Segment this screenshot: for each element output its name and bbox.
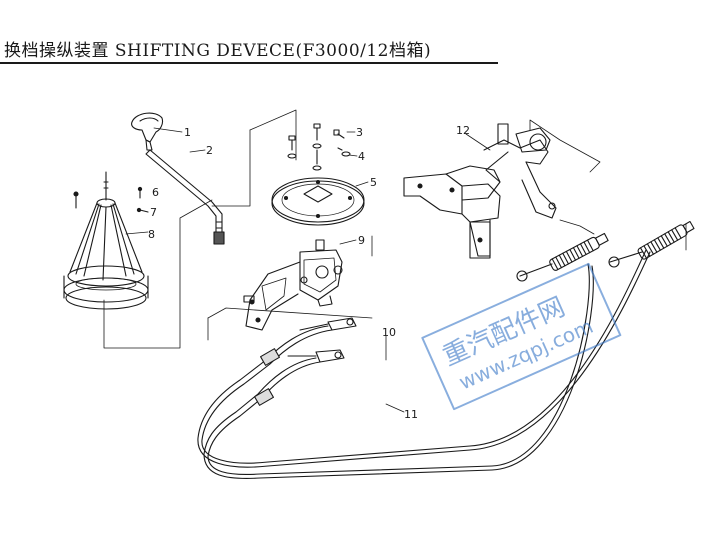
shift-cable-10 [197,249,651,468]
gearbox-bracket-part [403,119,601,259]
page-title: 换档操纵装置 SHIFTING DEVECE(F3000/12档箱) [4,41,432,61]
assembly-guide-lines [103,109,373,349]
callout-3: 3 [356,126,363,139]
callout-1: 1 [184,126,191,139]
dust-boot-part [63,171,149,310]
title-underline [0,62,498,64]
cable-adjuster-springs [516,220,695,282]
watermark: 重汽配件网 www.zqpj.com [421,262,622,411]
callout-10: 10 [382,326,396,339]
mounting-plate-part [271,177,369,226]
callout-7: 7 [150,206,157,219]
callout-6: 6 [152,186,159,199]
callout-4: 4 [358,150,365,163]
callout-5: 5 [370,176,377,189]
shift-knob-part [131,112,183,151]
cable-end-fittings [287,317,357,363]
callout-11: 11 [404,408,418,421]
callout-2: 2 [206,144,213,157]
bolts-washers-part [287,123,358,171]
callout-8: 8 [148,228,155,241]
callout-9: 9 [358,234,365,247]
callout-12: 12 [456,124,470,137]
shift-cable-11 [203,263,594,479]
shift-tower-part [243,239,357,331]
